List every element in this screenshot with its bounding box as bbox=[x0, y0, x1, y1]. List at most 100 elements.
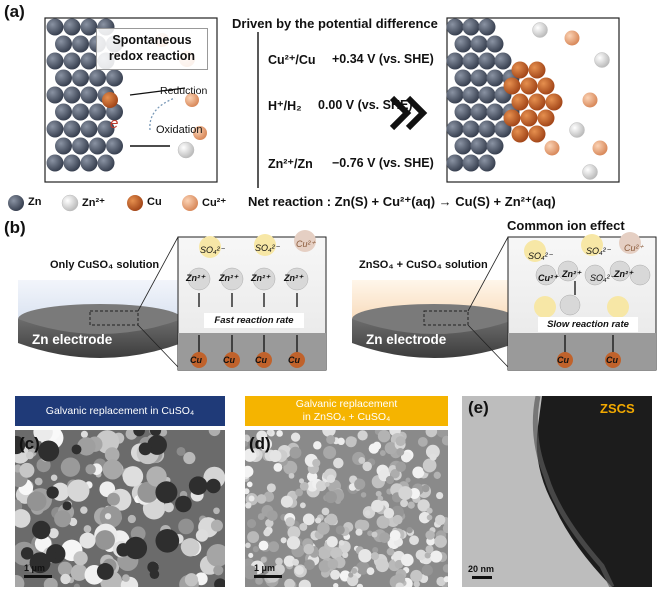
electron-transfer-arrow bbox=[149, 97, 176, 131]
sem-grain bbox=[434, 535, 447, 548]
zn-atom bbox=[446, 52, 464, 70]
sem-grain bbox=[127, 514, 136, 524]
sem-grain bbox=[268, 541, 280, 553]
cu-couple: Cu²⁺/Cu bbox=[268, 53, 316, 67]
zn2-ion bbox=[177, 141, 195, 159]
net-reaction: Net reaction : Zn(S) + Cu²⁺(aq) → Cu(S) … bbox=[248, 194, 556, 209]
sem-grain bbox=[355, 528, 363, 536]
sem-grain bbox=[375, 490, 382, 497]
sem-grain bbox=[43, 577, 58, 587]
sem-grain bbox=[70, 564, 88, 581]
sem-grain bbox=[398, 486, 413, 501]
zn-atom bbox=[446, 86, 464, 104]
sem-grain bbox=[389, 529, 401, 541]
sem-grain bbox=[245, 488, 250, 495]
sem-grain bbox=[368, 443, 380, 454]
sulfate-ion bbox=[607, 296, 629, 318]
zn2-ion bbox=[629, 264, 651, 286]
sem-shadow bbox=[138, 442, 152, 456]
sem-shadow bbox=[116, 543, 131, 557]
sem-grain bbox=[424, 552, 431, 559]
sem-grain bbox=[417, 436, 428, 447]
sem-grain bbox=[327, 558, 339, 570]
left-cu-0: Cu bbox=[190, 355, 202, 365]
sem-grain bbox=[395, 582, 404, 587]
left-cu-1: Cu bbox=[223, 355, 235, 365]
zn-atom bbox=[106, 137, 123, 155]
zn-atom bbox=[478, 86, 496, 104]
sem-grain bbox=[163, 502, 174, 513]
cu-deposit bbox=[520, 77, 538, 95]
sem-grain bbox=[60, 573, 71, 585]
panel-a-label: (a) bbox=[4, 2, 25, 21]
panel-b-label: (b) bbox=[4, 218, 26, 237]
cu-deposit bbox=[503, 109, 521, 127]
cu-atom bbox=[605, 352, 621, 368]
cu-atom bbox=[289, 352, 305, 368]
left-solution-label: Only CuSO₄ solution bbox=[50, 259, 160, 271]
sem-grain bbox=[245, 434, 251, 443]
spontaneous-title-line2: redox reaction bbox=[108, 49, 196, 63]
right-zoom-marker bbox=[423, 310, 469, 326]
sem-grain bbox=[443, 576, 448, 583]
sem-grain bbox=[181, 538, 200, 557]
zn-atom bbox=[97, 154, 115, 172]
sem-grain bbox=[60, 457, 81, 477]
zn-atom bbox=[55, 137, 72, 155]
sem-grain bbox=[256, 494, 267, 504]
zn-atom bbox=[80, 86, 98, 104]
sem-grain bbox=[436, 491, 444, 500]
sem-grain bbox=[246, 481, 253, 488]
sem-grain bbox=[315, 480, 327, 492]
sem-grain bbox=[358, 456, 366, 464]
zn-atom bbox=[80, 120, 98, 138]
cu-atom bbox=[191, 352, 207, 368]
sem-grain bbox=[245, 448, 257, 462]
zn-atom bbox=[63, 120, 81, 138]
zn-lattice-right bbox=[446, 18, 610, 180]
sem-grain bbox=[294, 565, 304, 575]
zn-atom bbox=[55, 69, 72, 87]
right-rate-label: Slow reaction rate bbox=[538, 317, 638, 332]
sem-grain bbox=[442, 564, 448, 573]
sem-shadow bbox=[32, 520, 51, 540]
zn-atom bbox=[454, 69, 472, 87]
sem-grain bbox=[54, 510, 72, 528]
zn-atom bbox=[486, 35, 504, 53]
zn-atom bbox=[72, 35, 89, 53]
cu-atom bbox=[102, 92, 118, 108]
chevron-icon bbox=[405, 95, 428, 131]
sem-grain bbox=[405, 477, 411, 483]
legend-zn2-label: Zn²⁺ bbox=[82, 197, 105, 209]
sulfate-ion bbox=[581, 234, 603, 256]
sem-grain bbox=[286, 536, 301, 550]
sem-grain bbox=[280, 495, 293, 508]
sem-grain bbox=[146, 466, 167, 487]
sem-shadow bbox=[46, 486, 59, 499]
cu2-ion bbox=[185, 93, 199, 107]
panel-c-banner: Galvanic replacement in CuSO₄ bbox=[15, 396, 225, 426]
sem-grain bbox=[441, 435, 448, 446]
sem-grain bbox=[83, 525, 92, 533]
sem-grain bbox=[306, 471, 318, 482]
right-mixed-ion-3: Zn²⁺ bbox=[614, 269, 633, 279]
sem-grain bbox=[394, 559, 404, 569]
sem-grain bbox=[426, 514, 433, 521]
sem-grain bbox=[330, 569, 341, 580]
legend-zn2-swatch bbox=[61, 194, 79, 212]
sem-grain bbox=[324, 481, 330, 487]
sem-grain bbox=[386, 547, 395, 556]
sem-grain bbox=[370, 552, 379, 561]
panel-a-graphics bbox=[44, 17, 620, 188]
zn-atom bbox=[462, 154, 480, 172]
panel-d-label: (d) bbox=[249, 434, 271, 453]
cu-potential: +0.34 V (vs. SHE) bbox=[332, 52, 434, 66]
right-mixed-ion-1: Zn²⁺ bbox=[562, 269, 581, 279]
panel-d-banner-line1: Galvanic replacement bbox=[295, 398, 398, 410]
sem-grain bbox=[425, 545, 434, 554]
sem-grain bbox=[247, 531, 260, 544]
left-electrode-top bbox=[18, 304, 182, 334]
sem-grain bbox=[385, 475, 395, 485]
right-mixed-ion-0: Cu²⁺ bbox=[538, 273, 558, 283]
sem-grain bbox=[283, 555, 296, 567]
